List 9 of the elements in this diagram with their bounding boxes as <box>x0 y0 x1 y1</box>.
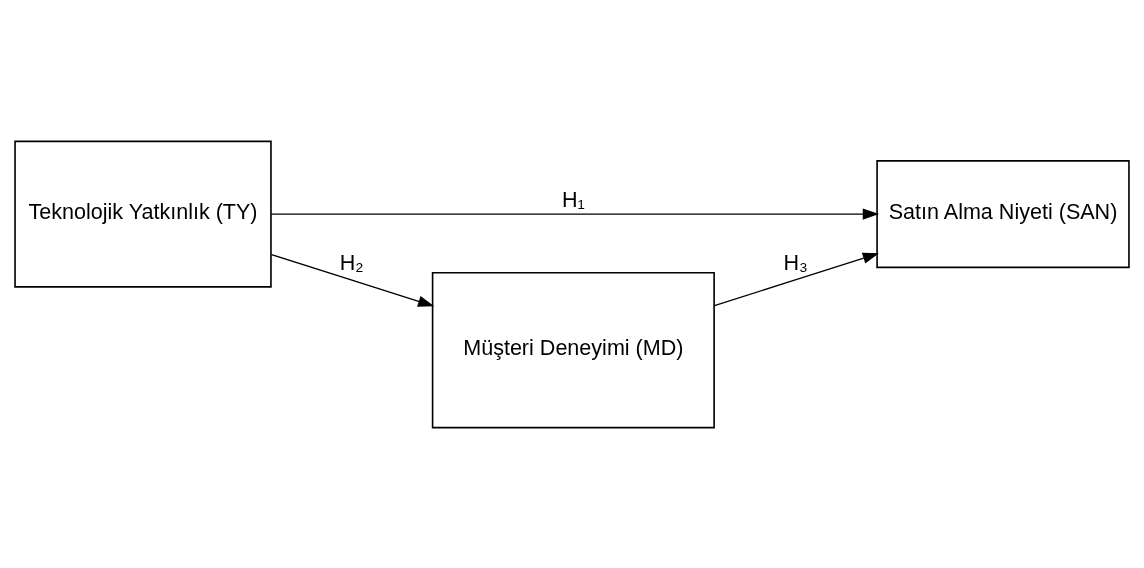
arrow <box>270 253 435 307</box>
edge-label: H₂ <box>339 249 364 275</box>
arrow <box>713 252 879 306</box>
edge-label: H₃ <box>783 249 808 275</box>
node-box: Teknolojik Yatkınlık (TY) <box>14 140 272 288</box>
arrow <box>270 207 879 220</box>
node-box: Satın Alma Niyeti (SAN) <box>876 159 1130 268</box>
edge-label: H₁ <box>561 186 585 212</box>
node-box: Müşteri Deneyimi (MD) <box>431 271 715 428</box>
